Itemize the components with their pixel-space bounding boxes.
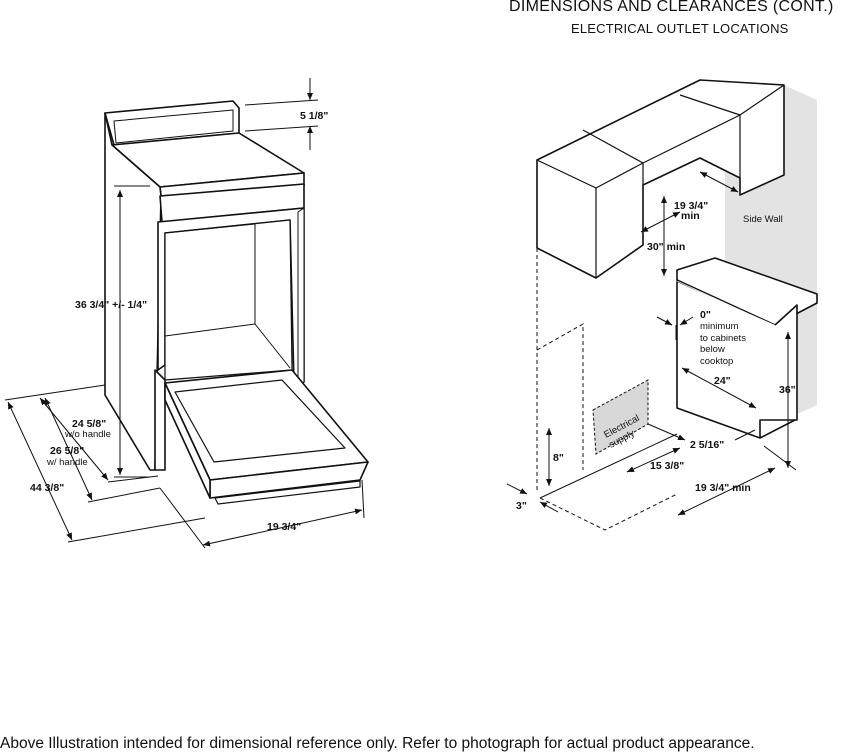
page-subtitle: ELECTRICAL OUTLET LOCATIONS — [571, 21, 789, 36]
electrical-supply-area: Electrical supply — [592, 379, 649, 455]
zero-clearance-note-2: to cabinets — [700, 333, 746, 344]
dim-height: 36 3/4" +/- 1/4" — [75, 299, 147, 311]
dim-opening-min: 19 3/4" min — [695, 482, 751, 494]
dim-depth-no-handle-note: w/o handle — [64, 429, 111, 440]
dim-cabinet-width-min-note: min — [681, 210, 700, 222]
dim-height-36: 36" — [779, 384, 796, 396]
dim-backguard: 5 1/8" — [300, 110, 328, 122]
dim-floor-offset: 3" — [516, 500, 527, 512]
zero-clearance-note-3: below — [700, 344, 725, 355]
install-dimension-labels: 19 3/4" min 30" min Side Wall 0" minimum… — [516, 200, 796, 512]
dim-depth-door-open: 44 3/8" — [30, 482, 64, 494]
dim-hood-clearance: 30" min — [647, 241, 685, 253]
dim-outlet-width: 15 3/8" — [650, 460, 684, 472]
range-dimension-labels: 5 1/8" 36 3/4" +/- 1/4" 24 5/8" w/o hand… — [30, 110, 328, 533]
side-wall-label: Side Wall — [743, 214, 783, 225]
dim-zero-clearance: 0" — [700, 309, 711, 321]
dim-outlet-height: 8" — [553, 452, 564, 464]
install-dashed-outlines — [536, 248, 678, 531]
dim-width: 19 3/4" — [267, 521, 301, 533]
dim-outlet-offset: 2 5/16" — [690, 439, 724, 451]
range-dimension-lines — [4, 78, 365, 549]
dim-depth-no-handle: 24 5/8" — [72, 418, 106, 430]
footer-note: Above Illustration intended for dimensio… — [0, 735, 755, 752]
dim-cabinet-width-min: 19 3/4" — [674, 200, 708, 212]
install-dimension-lines — [506, 171, 797, 516]
dim-depth-handle-note: w/ handle — [46, 457, 88, 468]
dim-depth-handle: 26 5/8" — [50, 445, 84, 457]
page-title: DIMENSIONS AND CLEARANCES (CONT.) — [509, 0, 834, 15]
zero-clearance-note-1: minimum — [700, 321, 739, 332]
dim-depth: 24" — [714, 375, 731, 387]
zero-clearance-note-4: cooktop — [700, 356, 733, 367]
